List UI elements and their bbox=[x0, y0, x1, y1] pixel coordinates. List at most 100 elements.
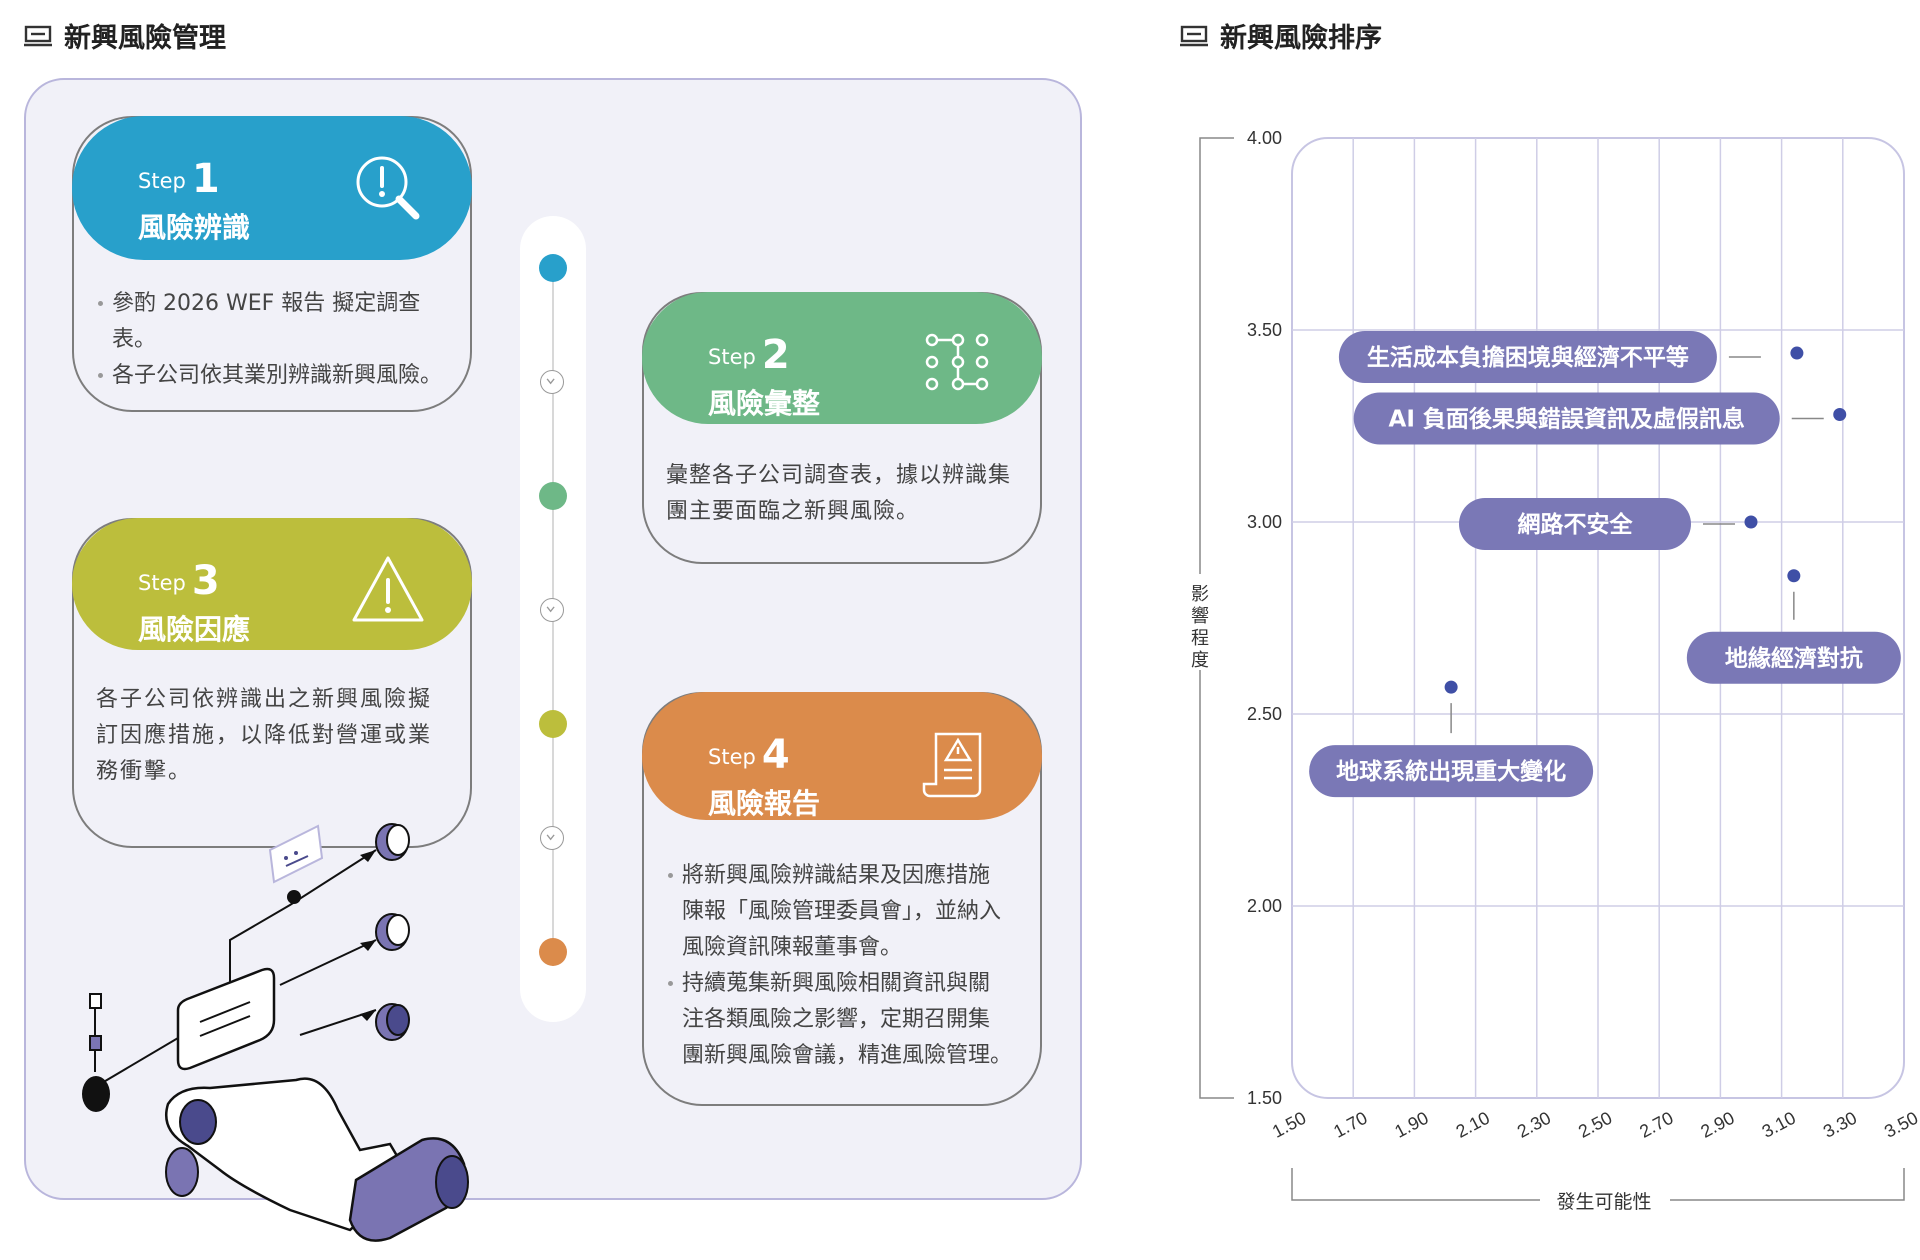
y-tick-label: 3.00 bbox=[1247, 512, 1282, 532]
screen-icon bbox=[1180, 25, 1208, 46]
risk-dot bbox=[1787, 569, 1801, 583]
left-title-text: 新興風險管理 bbox=[64, 23, 226, 54]
step-4-bullet: 將新興風險辨識結果及因應措施 陳報「風險管理委員會」，並納入 風險資訊陳報董事會… bbox=[666, 858, 1024, 966]
x-tick-label: 2.10 bbox=[1453, 1108, 1493, 1142]
chevron-down-icon bbox=[540, 826, 564, 850]
pointing-hand bbox=[165, 1077, 469, 1242]
risk-label: 生活成本負擔困境與經濟不平等 bbox=[1367, 344, 1689, 371]
chevron-down-icon bbox=[540, 598, 564, 622]
step-3-line: 務衝擊。 bbox=[96, 759, 193, 784]
timeline bbox=[520, 216, 586, 1022]
step-2-title: 風險彙整 bbox=[708, 387, 821, 420]
chart-grid bbox=[1292, 138, 1904, 1098]
purple-cylinder bbox=[375, 913, 410, 951]
risk-dot bbox=[1744, 515, 1758, 529]
risk-dot bbox=[1790, 346, 1804, 360]
chevron-down-icon bbox=[540, 370, 564, 394]
timeline-dot-1 bbox=[539, 254, 567, 282]
risk-label-pill bbox=[1686, 631, 1901, 684]
hand-interaction-illustration bbox=[82, 823, 469, 1242]
purple-cylinder bbox=[375, 823, 410, 861]
x-tick-label: 1.50 bbox=[1269, 1108, 1309, 1142]
x-tick-label: 2.90 bbox=[1697, 1108, 1737, 1142]
y-axis-label: 影響程度 bbox=[1191, 584, 1209, 671]
screen-icon bbox=[24, 25, 52, 46]
step-4-line: 注各類風險之影響，定期召開集 bbox=[682, 1007, 991, 1032]
step-1-body: 參酌 2026 WEF 報告 擬定調查表。 各子公司依其業別辨識新興風險。 bbox=[96, 286, 454, 394]
x-axis-label: 發生可能性 bbox=[1556, 1191, 1651, 1213]
x-tick-label: 3.50 bbox=[1881, 1108, 1920, 1142]
step-3-body: 各子公司依辨識出之新興風險擬 訂因應措施，以降低對營運或業 務衝擊。 bbox=[96, 682, 454, 790]
y-tick-label: 2.50 bbox=[1247, 704, 1282, 724]
warning-icon bbox=[352, 556, 424, 622]
step-2-body: 彙整各子公司調查表，據以辨識集 團主要面臨之新興風險。 bbox=[666, 458, 1024, 530]
risk-label: 地球系統出現重大變化 bbox=[1336, 758, 1566, 785]
timeline-dot-2 bbox=[539, 482, 567, 510]
step-4-title: 風險報告 bbox=[708, 787, 821, 820]
right-section-title: 新興風險排序 bbox=[1180, 16, 1382, 55]
risk-point: 生活成本負擔困境與經濟不平等 bbox=[1338, 331, 1804, 384]
step-3-title: 風險因應 bbox=[138, 613, 251, 646]
step-3-line: 訂因應措施，以降低對營運或業 bbox=[96, 723, 433, 748]
small-card-icon bbox=[268, 824, 324, 884]
risk-label-pill bbox=[1459, 498, 1691, 550]
step-4-line: 風險資訊陳報董事會。 bbox=[682, 935, 903, 960]
x-tick-label: 1.70 bbox=[1330, 1108, 1370, 1142]
risk-label: 地緣經濟對抗 bbox=[1725, 645, 1863, 672]
x-tick-label: 2.70 bbox=[1636, 1108, 1676, 1142]
y-tick-label: 3.50 bbox=[1247, 320, 1282, 340]
risk-point: 網路不安全 bbox=[1459, 498, 1758, 550]
report-alert-icon bbox=[922, 732, 982, 798]
step-3-line: 各子公司依辨識出之新興風險擬 bbox=[96, 687, 433, 712]
right-title-text: 新興風險排序 bbox=[1220, 23, 1382, 54]
risk-label-pill bbox=[1309, 745, 1594, 798]
y-tick-label: 1.50 bbox=[1247, 1088, 1282, 1108]
x-tick-label: 2.30 bbox=[1514, 1108, 1554, 1142]
step-4-line: 將新興風險辨識結果及因應措施 bbox=[682, 863, 991, 888]
risk-dot bbox=[1444, 680, 1458, 694]
x-tick-label: 2.50 bbox=[1575, 1108, 1615, 1142]
step-2-line: 團主要面臨之新興風險。 bbox=[666, 499, 920, 524]
step-1-title: 風險辨識 bbox=[138, 211, 251, 244]
y-tick-labels: 1.50 2.00 2.50 3.00 3.50 4.00 bbox=[1247, 128, 1282, 1108]
x-tick-labels: 1.50 1.70 1.90 2.10 2.30 2.50 2.70 2.90 3.10 3.30… bbox=[1269, 1108, 1920, 1142]
purple-cylinder bbox=[375, 1003, 410, 1041]
risk-label: 網路不安全 bbox=[1518, 511, 1634, 538]
risk-point: AI 負面後果與錯誤資訊及虛假訊息 bbox=[1353, 392, 1847, 445]
step-1-bullet: 參酌 2026 WEF 報告 擬定調查表。 bbox=[96, 286, 454, 358]
x-tick-label: 3.30 bbox=[1820, 1108, 1860, 1142]
risk-point: 地緣經濟對抗 bbox=[1686, 569, 1901, 684]
flow-nodes-icon bbox=[925, 333, 989, 391]
risk-dot bbox=[1833, 407, 1847, 421]
risk-label-pill bbox=[1338, 331, 1717, 384]
x-tick-label: 3.10 bbox=[1759, 1108, 1799, 1142]
left-section-title: 新興風險管理 bbox=[24, 16, 226, 55]
step-4-line: 陳報「風險管理委員會」，並納入 bbox=[682, 899, 1002, 924]
step-1-bullet: 各子公司依其業別辨識新興風險。 bbox=[96, 358, 454, 394]
risk-label-pill bbox=[1353, 392, 1780, 445]
y-tick-label: 4.00 bbox=[1247, 128, 1282, 148]
chat-bubble bbox=[176, 967, 276, 1071]
x-axis-bracket bbox=[1291, 1168, 1905, 1201]
timeline-dot-4 bbox=[539, 938, 567, 966]
step-4-line: 團新興風險會議，精進風險管理。 bbox=[682, 1043, 1013, 1068]
magnifier-alert-icon bbox=[356, 156, 420, 220]
risk-point: 地球系統出現重大變化 bbox=[1309, 680, 1594, 798]
step-2-line: 彙整各子公司調查表，據以辨識集 bbox=[666, 463, 1012, 488]
step-4-bullet: 持續蒐集新興風險相關資訊與關 注各類風險之影響，定期召開集 團新興風險會議，精進… bbox=[666, 966, 1024, 1074]
x-tick-label: 1.90 bbox=[1391, 1108, 1431, 1142]
data-points: 生活成本負擔困境與經濟不平等 AI 負面後果與錯誤資訊及虛假訊息網路不安全地緣經濟… bbox=[1309, 331, 1901, 798]
y-tick-label: 2.00 bbox=[1247, 896, 1282, 916]
